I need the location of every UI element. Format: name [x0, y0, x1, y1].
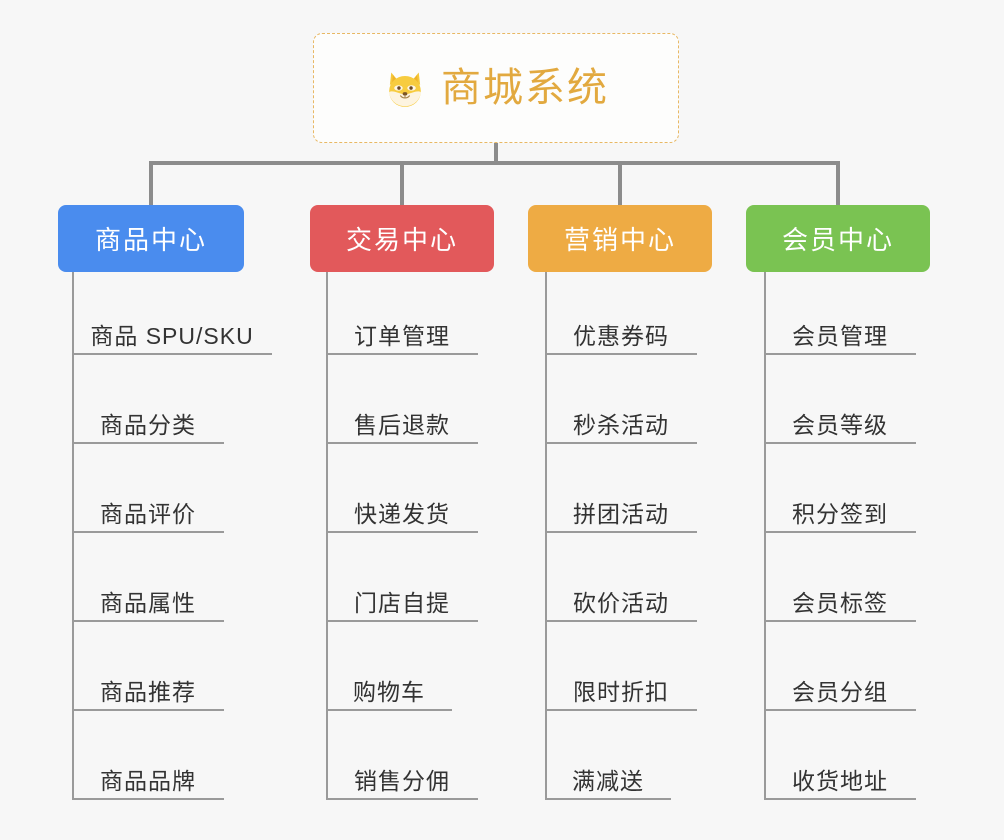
leaf-item-label: 商品属性	[100, 589, 196, 616]
leaf-item-label: 秒杀活动	[573, 411, 669, 438]
leaf-item[interactable]: 商品 SPU/SKU	[72, 311, 272, 355]
leaf-item[interactable]: 会员标签	[764, 578, 916, 622]
root-node[interactable]: 商城系统	[313, 33, 679, 143]
leaf-item-label: 门店自提	[354, 589, 450, 616]
leaf-item[interactable]: 商品评价	[72, 489, 224, 533]
leaf-item-label: 快递发货	[354, 500, 450, 527]
leaf-item[interactable]: 销售分佣	[326, 756, 478, 800]
leaf-item-label: 会员分组	[792, 678, 888, 705]
leaf-item-label: 积分签到	[792, 500, 888, 527]
branch-trunk-1	[72, 272, 74, 800]
branch-header-1[interactable]: 商品中心	[58, 205, 244, 272]
leaf-item[interactable]: 商品推荐	[72, 667, 224, 711]
connector-bus	[152, 161, 838, 165]
leaf-item-label: 会员等级	[792, 411, 888, 438]
leaf-item-label: 砍价活动	[573, 589, 669, 616]
branch-header-label: 交易中心	[345, 225, 458, 255]
branch-header-3[interactable]: 营销中心	[528, 205, 712, 272]
leaf-item[interactable]: 秒杀活动	[545, 400, 697, 444]
leaf-item[interactable]: 收货地址	[764, 756, 916, 800]
leaf-item[interactable]: 优惠券码	[545, 311, 697, 355]
connector-drop-1	[149, 161, 153, 207]
leaf-item[interactable]: 售后退款	[326, 400, 478, 444]
leaf-item[interactable]: 会员管理	[764, 311, 916, 355]
leaf-item-label: 优惠券码	[573, 322, 669, 349]
leaf-item[interactable]: 快递发货	[326, 489, 478, 533]
leaf-item[interactable]: 购物车	[326, 667, 452, 711]
root-title: 商城系统	[441, 66, 609, 110]
leaf-item-label: 销售分佣	[354, 767, 450, 794]
branch-trunk-3	[545, 272, 547, 800]
leaf-item[interactable]: 门店自提	[326, 578, 478, 622]
leaf-item-label: 拼团活动	[573, 500, 669, 527]
leaf-item-label: 商品分类	[100, 411, 196, 438]
branch-trunk-4	[764, 272, 766, 800]
leaf-item[interactable]: 订单管理	[326, 311, 478, 355]
leaf-item[interactable]: 商品属性	[72, 578, 224, 622]
leaf-item[interactable]: 砍价活动	[545, 578, 697, 622]
connector-drop-2	[400, 161, 404, 207]
leaf-item-label: 商品评价	[100, 500, 196, 527]
leaf-item-label: 会员管理	[792, 322, 888, 349]
leaf-item[interactable]: 限时折扣	[545, 667, 697, 711]
leaf-item[interactable]: 拼团活动	[545, 489, 697, 533]
leaf-item-label: 订单管理	[354, 322, 450, 349]
leaf-item[interactable]: 积分签到	[764, 489, 916, 533]
connector-drop-3	[618, 161, 622, 207]
leaf-item-label: 会员标签	[792, 589, 888, 616]
leaf-item[interactable]: 会员分组	[764, 667, 916, 711]
leaf-item-label: 商品品牌	[100, 767, 196, 794]
branch-header-4[interactable]: 会员中心	[746, 205, 930, 272]
leaf-item[interactable]: 商品分类	[72, 400, 224, 444]
leaf-item-label: 满减送	[572, 767, 644, 794]
leaf-item[interactable]: 会员等级	[764, 400, 916, 444]
leaf-item-label: 限时折扣	[573, 678, 669, 705]
leaf-item-label: 收货地址	[792, 767, 888, 794]
leaf-item[interactable]: 满减送	[545, 756, 671, 800]
leaf-item-label: 商品推荐	[100, 678, 196, 705]
connector-drop-4	[836, 161, 840, 207]
leaf-item-label: 售后退款	[354, 411, 450, 438]
branch-header-label: 商品中心	[94, 225, 207, 255]
branch-header-2[interactable]: 交易中心	[310, 205, 494, 272]
leaf-item-label: 购物车	[353, 678, 425, 705]
branch-trunk-2	[326, 272, 328, 800]
leaf-item-label: 商品 SPU/SKU	[90, 322, 254, 349]
dog-face-icon	[383, 67, 427, 111]
leaf-item[interactable]: 商品品牌	[72, 756, 224, 800]
connector-stem	[494, 143, 498, 165]
branch-header-label: 会员中心	[781, 225, 894, 255]
branch-header-label: 营销中心	[563, 225, 676, 255]
